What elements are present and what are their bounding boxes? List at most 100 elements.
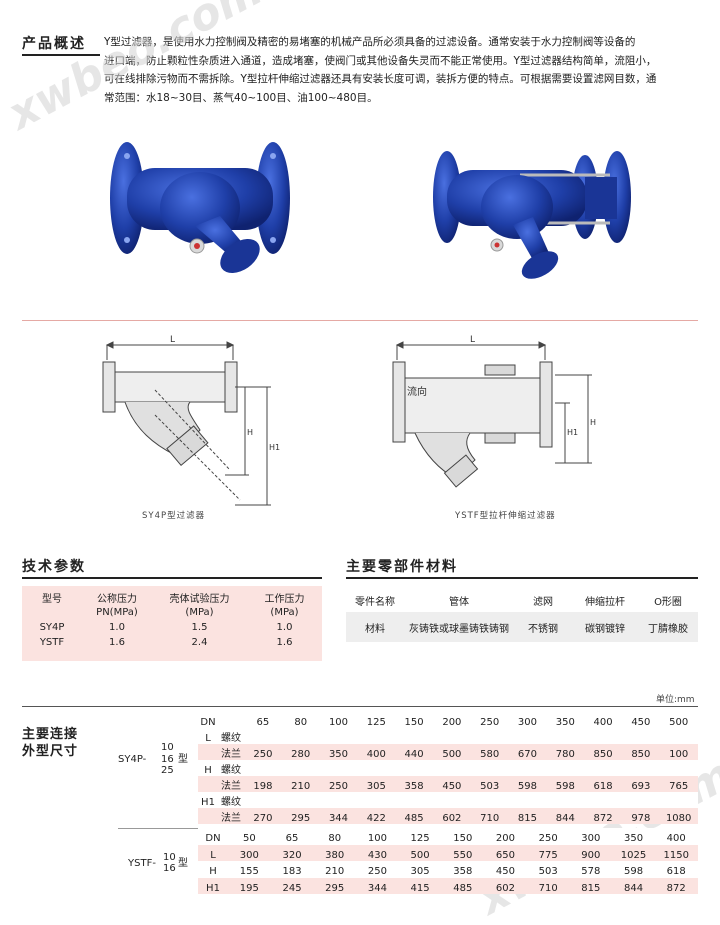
table-cell: 710	[538, 882, 558, 894]
table-cell: 500	[442, 749, 462, 760]
parts-title: 主要零部件材料	[346, 559, 458, 575]
table-cell: 65	[285, 833, 299, 844]
parts-cell: 碳钢镀锌	[585, 623, 625, 635]
table-cell: 344	[328, 813, 349, 824]
overview-line: 进口端，防止颗粒性杂质进入通道，造成堵塞，使阀门或其他设备失灵而不能正常使用。Y…	[104, 54, 657, 67]
table-cell: 100	[328, 717, 349, 728]
table-cell: 400	[366, 749, 386, 760]
table-row: SY4P 1.0 1.5 1.0	[22, 620, 322, 635]
tech-header: 公称压力	[97, 594, 137, 605]
table-cell: 250	[367, 866, 387, 877]
parts-cell: 材料	[365, 623, 385, 635]
table-cell: 300	[239, 849, 259, 861]
tech-header: 型号	[42, 594, 62, 605]
table-cell: 415	[410, 882, 430, 894]
tech-header: PN(MPa)	[96, 607, 138, 618]
table-cell: 65	[256, 717, 270, 728]
table-cell: 250	[538, 833, 558, 844]
table-cell: 100	[367, 833, 387, 844]
table-cell: 380	[325, 849, 345, 861]
parts-header: 滤网	[533, 596, 553, 608]
tech-table-bg	[22, 586, 322, 661]
parts-header-row: 零件名称 管体 滤网 伸缩拉杆 O形圈	[346, 588, 698, 612]
table-cell: 872	[593, 813, 613, 824]
tech-table: 型号 公称压力 壳体试验压力 工作压力 PN(MPa) (MPa) (MPa) …	[22, 590, 322, 650]
table-cell: 150	[453, 833, 473, 844]
table-cell: 350	[328, 749, 349, 760]
row-label: L	[205, 733, 211, 744]
model-pn: 16	[161, 754, 174, 765]
model-pn: 25	[161, 765, 174, 776]
dim-L-label: L	[470, 335, 475, 345]
table-cell: 440	[404, 749, 424, 760]
tech-cell: 1.0	[276, 622, 293, 633]
table-cell: 250	[480, 717, 500, 728]
ystf-valve-photo	[433, 151, 631, 279]
table-cell: 400	[666, 833, 686, 844]
table-cell: 198	[253, 781, 273, 792]
table-cell: 80	[328, 833, 342, 844]
table-cell: 150	[404, 717, 424, 728]
table-cell: 300	[581, 833, 601, 844]
table-cell: 500	[669, 717, 689, 728]
row-label: DN	[200, 717, 216, 728]
sy4p-caption: SY4P型过滤器	[142, 511, 206, 521]
tech-cell: 1.6	[109, 637, 125, 648]
parts-header: 管体	[449, 596, 469, 608]
table-cell: 210	[291, 781, 311, 792]
overview-line: 常范围：水18~30目、蒸气40~100目、油100~480目。	[104, 91, 378, 104]
table-cell: 344	[367, 882, 387, 894]
sy4p-valve-photo	[110, 142, 290, 274]
table-cell: 618	[593, 781, 613, 792]
row-label: DN	[205, 833, 221, 844]
table-cell: 295	[291, 813, 311, 824]
table-cell: 358	[453, 866, 473, 877]
tech-cell: YSTF	[39, 637, 65, 648]
parts-header: O形圈	[654, 596, 682, 608]
dimensions-title-line: 主要连接	[22, 727, 79, 742]
table-row: YSTF 1.6 2.4 1.6	[22, 635, 322, 650]
tech-header: 工作压力	[264, 594, 305, 605]
parts-cell: 丁腈橡胶	[648, 623, 688, 635]
table-cell: 650	[495, 849, 516, 861]
parts-table: 零件名称 管体 滤网 伸缩拉杆 O形圈 材料 灰铸铁或球墨铸铁铸钢 不锈钢 碳钢…	[346, 588, 698, 642]
flow-direction-label: 流向	[407, 385, 427, 398]
separator-line	[22, 320, 698, 321]
dimensions-title: 主要连接 外型尺寸	[22, 726, 78, 760]
table-cell: 1080	[665, 813, 692, 824]
table-cell: 270	[253, 813, 273, 824]
row-sublabel: 法兰	[221, 749, 241, 760]
table-cell: 125	[366, 717, 386, 728]
table-cell: 350	[555, 717, 575, 728]
tech-header	[22, 605, 82, 620]
table-cell: 765	[669, 781, 689, 792]
tech-cell: SY4P	[39, 622, 65, 633]
tech-header: 壳体试验压力	[169, 594, 230, 605]
row-sublabel: 法兰	[221, 781, 241, 792]
table-cell: 305	[366, 781, 386, 792]
overview-line: 可在线排除污物而不需拆除。Y型拉杆伸缩过滤器还具有安装长度可调，装拆方便的特点。…	[104, 73, 657, 85]
table-cell: 850	[593, 749, 613, 760]
tech-title-underline	[22, 577, 322, 579]
table-cell: 305	[410, 866, 430, 877]
table-cell: 430	[367, 849, 387, 861]
row-sublabel: 螺纹	[221, 797, 241, 808]
ystf-drawing: L H1 H 流向	[392, 335, 596, 488]
table-cell: 670	[517, 749, 538, 760]
dim-H1-label: H1	[269, 443, 280, 452]
table-cell: 850	[631, 749, 651, 760]
overview-text: Y型过滤器，是使用水力控制阀及精密的易堵塞的机械产品所必须具备的过滤设备。通常安…	[104, 33, 704, 107]
table-cell: 450	[442, 781, 462, 792]
row-label: H1	[201, 797, 215, 808]
table-row: 材料 灰铸铁或球墨铸铁铸钢 不锈钢 碳钢镀锌 丁腈橡胶	[346, 612, 698, 642]
row-sublabel: 法兰	[221, 813, 241, 824]
table-cell: 1025	[620, 849, 647, 861]
table-cell: 280	[291, 749, 311, 760]
table-cell: 598	[623, 866, 644, 877]
tech-cell: 2.4	[191, 637, 208, 648]
